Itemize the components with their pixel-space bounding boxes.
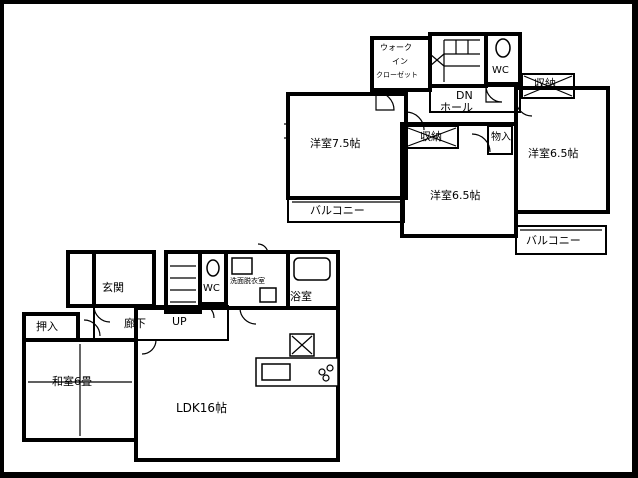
door-washroom	[239, 307, 257, 325]
label-washroom: 洗面脱衣室	[230, 277, 265, 285]
label-hall: ホール	[440, 101, 473, 114]
label-dn: DN	[456, 89, 473, 102]
washer-icon	[259, 287, 277, 303]
floor-plan-frame: ウォーク イン クローゼット WC DN ホール 洋室7.5帖 収納 物入 収納…	[4, 4, 632, 472]
storage-center-outline	[405, 125, 459, 149]
stair-treads-1f	[170, 265, 196, 303]
floor-plan-drawing	[22, 32, 610, 462]
door-western-75	[405, 111, 425, 131]
label-washitsu: 和室6畳	[52, 375, 92, 388]
label-entrance: 玄関	[102, 281, 124, 294]
closet-small-outline	[487, 125, 513, 155]
washitsu-walls	[22, 338, 138, 442]
stair-treads-2f	[429, 39, 480, 82]
hall-outline	[429, 85, 521, 113]
label-balcony-left: バルコニー	[310, 204, 365, 217]
door-oshiire	[83, 319, 101, 337]
door-wc-2f	[485, 85, 503, 103]
porch-walls	[66, 250, 96, 308]
sink-icon	[231, 257, 253, 275]
door-washroom-exterior	[257, 243, 269, 255]
storage-right-outline	[521, 73, 575, 99]
label-western-65-center: 洋室6.5帖	[430, 189, 481, 202]
label-closet-small: 物入	[491, 132, 511, 143]
label-bathroom: 浴室	[290, 290, 312, 303]
toilet-1f-icon	[206, 259, 220, 277]
label-balcony-right: バルコニー	[526, 234, 581, 247]
toilet-2f-icon	[495, 38, 511, 58]
western-room-65-right-walls	[514, 86, 610, 214]
door-western-65-center	[471, 133, 491, 153]
stair-1f-walls	[164, 250, 202, 314]
door-walkin	[375, 91, 395, 111]
label-storage-center: 収納	[420, 130, 442, 143]
balcony-right-outline	[515, 225, 607, 255]
door-entrance	[93, 305, 111, 323]
label-walkin-line3: クローゼット	[376, 71, 418, 79]
bathtub-icon	[293, 257, 331, 281]
door-western-65-right	[515, 99, 533, 117]
label-western-75: 洋室7.5帖	[310, 137, 361, 150]
label-up: UP	[172, 315, 187, 328]
wc-2f-walls	[484, 32, 522, 86]
label-western-65-right: 洋室6.5帖	[528, 147, 579, 160]
corridor-outline	[93, 305, 229, 341]
label-storage-right: 収納	[534, 77, 556, 90]
first-floor	[22, 243, 340, 462]
label-wc-2f: WC	[492, 65, 509, 76]
label-corridor: 廊下	[124, 317, 146, 330]
label-walkin-line2: イン	[392, 57, 408, 66]
door-wc-1f	[199, 303, 215, 319]
label-ldk: LDK16帖	[176, 401, 228, 415]
kitchen-sink-icon	[261, 363, 291, 381]
stair-well-walls	[428, 32, 488, 88]
label-wc-1f: WC	[203, 283, 220, 294]
entrance-walls	[92, 250, 156, 308]
second-floor	[284, 32, 610, 255]
label-walkin-line1: ウォーク	[380, 43, 412, 52]
label-oshiire: 押入	[36, 320, 58, 333]
door-ldk	[141, 339, 157, 355]
